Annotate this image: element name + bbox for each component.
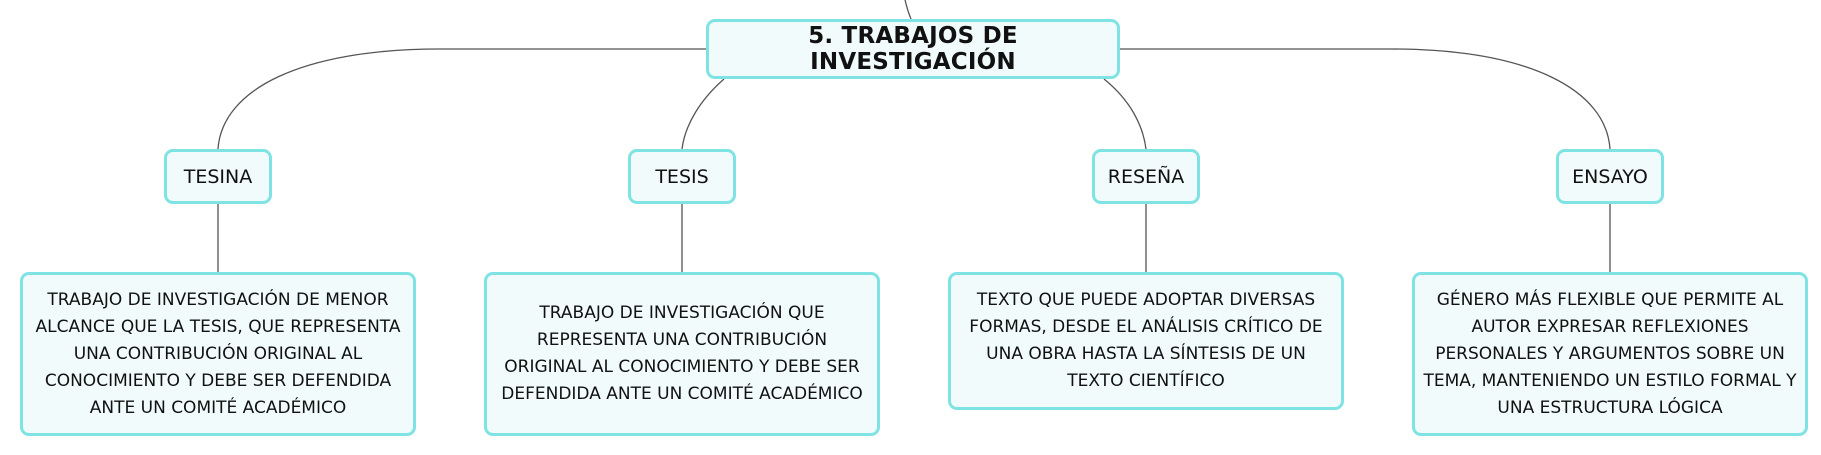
description-node-tesina[interactable]: TRABAJO DE INVESTIGACIÓN DE MENOR ALCANC… <box>20 272 416 436</box>
description-node-resena[interactable]: TEXTO QUE PUEDE ADOPTAR DIVERSAS FORMAS,… <box>948 272 1344 410</box>
description-node-tesis[interactable]: TRABAJO DE INVESTIGACIÓN QUE REPRESENTA … <box>484 272 880 436</box>
description-text-tesina: TRABAJO DE INVESTIGACIÓN DE MENOR ALCANC… <box>35 289 401 418</box>
connector-root-ensayo <box>1120 48 1611 150</box>
category-label-resena: RESEÑA <box>1107 165 1185 188</box>
description-text-ensayo: GÉNERO MÁS FLEXIBLE QUE PERMITE AL AUTOR… <box>1423 289 1797 418</box>
root-node[interactable]: 5. TRABAJOS DE INVESTIGACIÓN <box>706 19 1120 79</box>
category-node-tesina[interactable]: TESINA <box>164 149 272 204</box>
description-text-resena: TEXTO QUE PUEDE ADOPTAR DIVERSAS FORMAS,… <box>969 290 1323 391</box>
category-node-tesis[interactable]: TESIS <box>628 149 736 204</box>
root-label: 5. TRABAJOS DE INVESTIGACIÓN <box>808 23 1018 75</box>
description-text-tesis: TRABAJO DE INVESTIGACIÓN QUE REPRESENTA … <box>501 303 863 404</box>
category-label-ensayo: ENSAYO <box>1572 165 1648 188</box>
description-node-ensayo[interactable]: GÉNERO MÁS FLEXIBLE QUE PERMITE AL AUTOR… <box>1412 272 1808 436</box>
connector-root-tesis <box>681 78 725 150</box>
connector-root-tesina <box>217 48 706 150</box>
category-node-ensayo[interactable]: ENSAYO <box>1556 149 1664 204</box>
category-node-resena[interactable]: RESEÑA <box>1092 149 1200 204</box>
connector-parent-root <box>904 0 912 20</box>
connector-root-resena <box>1103 78 1147 150</box>
category-label-tesina: TESINA <box>183 165 253 188</box>
category-label-tesis: TESIS <box>655 165 709 188</box>
